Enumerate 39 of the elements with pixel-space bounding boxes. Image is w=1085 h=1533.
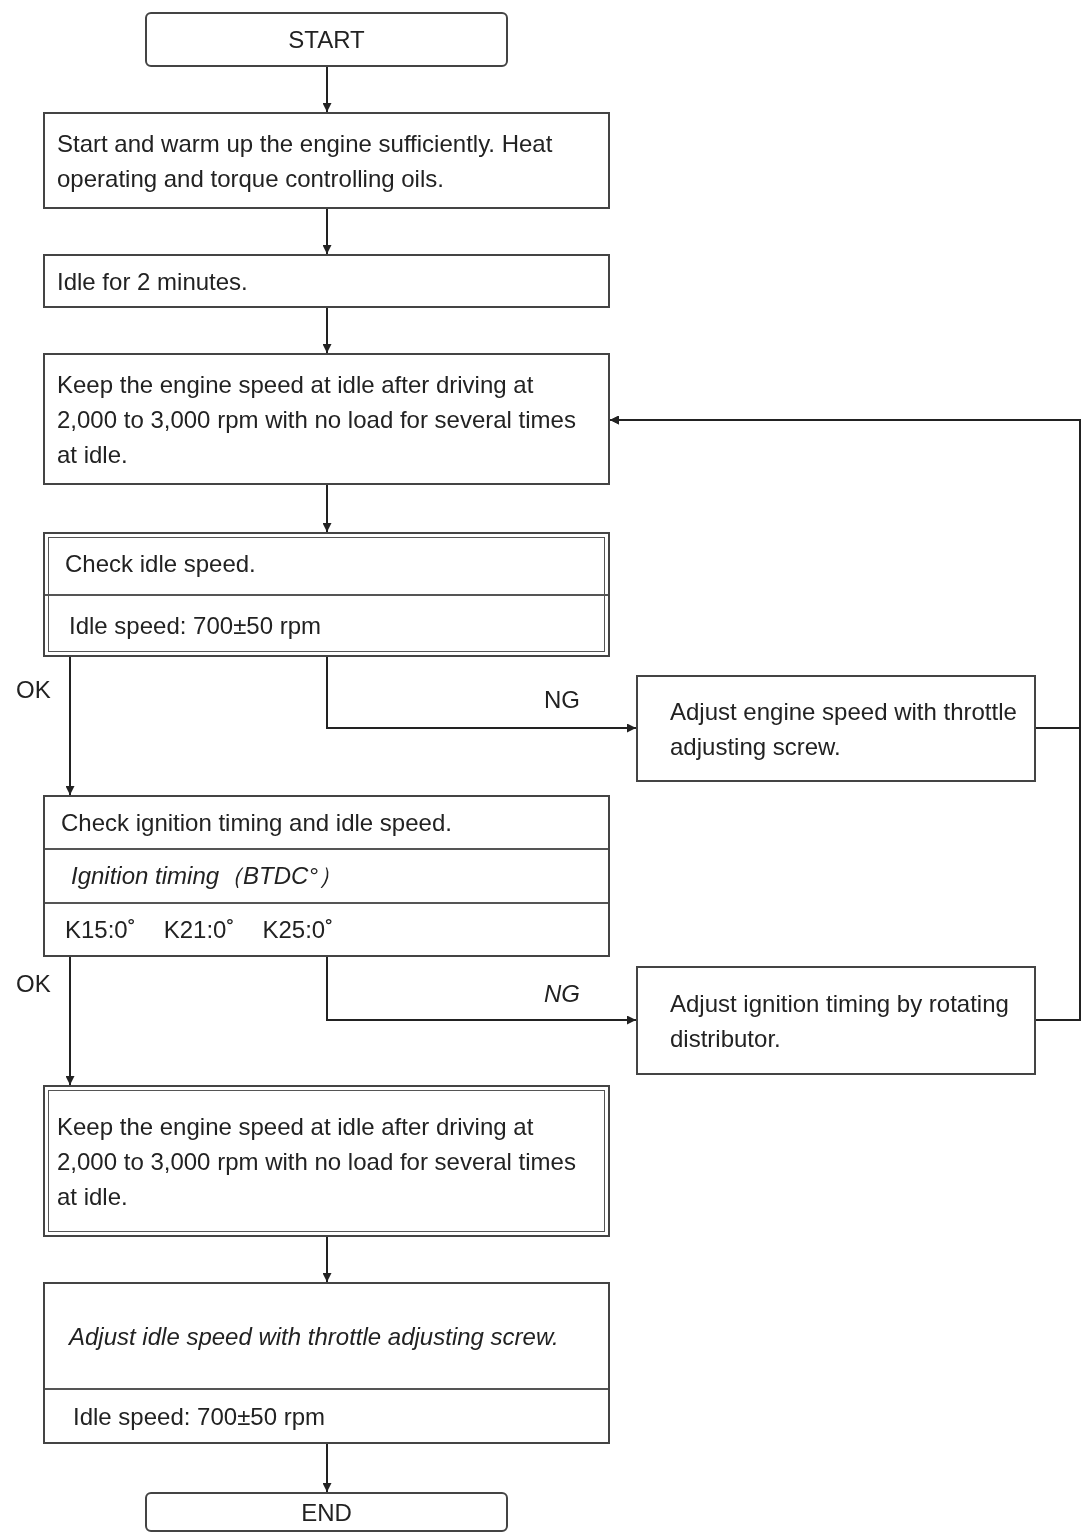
terminal-box — [145, 1492, 508, 1532]
step-text: Keep the engine speed at idle after driving at 2,000 to 3,000 rpm with no load for several times at idle. — [57, 1111, 577, 1212]
process-box — [636, 675, 1036, 782]
process-box — [43, 1085, 610, 1237]
step-text: Check ignition timing and idle speed. — [61, 808, 452, 839]
step-text: Adjust ignition timing by rotating distributor. — [670, 988, 1010, 1054]
spec-value: K21:0˚ — [163, 914, 235, 945]
step-text: Check idle speed. — [65, 549, 256, 580]
arrow — [322, 307, 332, 354]
arrow — [609, 415, 1081, 1021]
step-text: Idle for 2 minutes. — [57, 266, 248, 297]
step-text: Idle speed: 700±50 rpm — [69, 610, 321, 641]
check-box — [43, 795, 610, 957]
step-text: Start and warm up the engine sufficiently. Heat operating and torque controlling oils. — [57, 128, 554, 194]
arrow — [322, 1236, 332, 1283]
step-text: Adjust idle speed with throttle adjusting screw. — [69, 1321, 559, 1352]
process-box — [43, 254, 610, 308]
terminal-box — [145, 12, 508, 67]
step-text: Adjust engine speed with throttle adjusting screw. — [670, 696, 1018, 762]
arrow — [322, 66, 332, 113]
process-box — [43, 1282, 610, 1444]
step-text: END — [301, 1497, 352, 1528]
arrow — [322, 484, 332, 533]
spec-value: K15:0˚ — [65, 914, 136, 945]
arrow — [65, 956, 75, 1086]
step-text: Idle speed: 700±50 rpm — [73, 1401, 325, 1432]
arrow — [326, 656, 637, 733]
step-text: Keep the engine speed at idle after driving at 2,000 to 3,000 rpm with no load for several times at idle. — [57, 369, 577, 470]
process-box — [43, 112, 610, 209]
process-box — [636, 966, 1036, 1075]
step-text: Ignition timing（BTDC°） — [71, 861, 342, 892]
arrow — [322, 1443, 332, 1493]
check-box — [43, 532, 610, 657]
process-box — [43, 353, 610, 485]
arrow — [322, 208, 332, 255]
arrow — [65, 656, 75, 796]
arrow — [326, 956, 637, 1025]
spec-value: K25:0˚ — [262, 914, 334, 945]
step-text: START — [288, 25, 365, 55]
